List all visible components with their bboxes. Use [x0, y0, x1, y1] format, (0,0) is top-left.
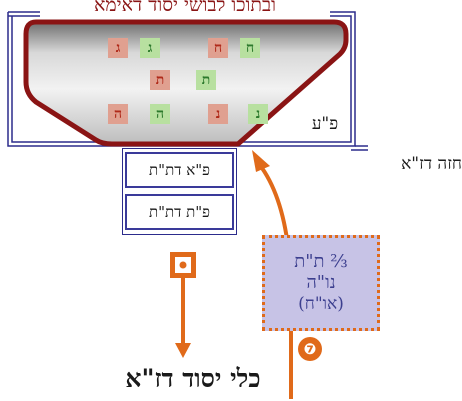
step-badge-text: ❼ — [303, 340, 317, 358]
ratio-box: ⅔ ת"ת נו"ה (או"ח) — [262, 235, 380, 331]
letter-cell: ת — [150, 70, 170, 90]
sub-box-upper: פ"א דת"ת — [125, 152, 234, 188]
letter-cell: נ — [208, 104, 228, 124]
sub-box-upper-text: פ"א דת"ת — [149, 160, 210, 179]
sub-box-lower-text: פ"ת דת"ת — [148, 202, 211, 221]
letter-cell: ג — [140, 38, 160, 58]
top-title: ובתוכו לבושי יסוד דאימא — [40, 0, 330, 16]
step-badge-icon: ❼ — [298, 337, 322, 361]
letter-cell: ג — [108, 38, 128, 58]
sub-box-frame — [122, 148, 237, 235]
letter-cell: ה — [150, 104, 170, 124]
bottom-label: כלי יסוד דז"א — [125, 364, 261, 393]
sub-box-lower: פ"ת דת"ת — [125, 194, 234, 230]
letter-cell: ח — [208, 38, 228, 58]
letter-cell: ה — [108, 104, 128, 124]
source-node — [170, 252, 196, 278]
letter-cell: ח — [240, 38, 260, 58]
letter-cell: נ — [248, 104, 268, 124]
right-label: חזה דז"א — [401, 154, 462, 174]
vessel-shape — [23, 19, 349, 147]
ratio-line-1: ⅔ ת"ת — [294, 251, 348, 272]
inner-label: פ"ע — [311, 114, 339, 134]
ratio-line-2: נו"ה — [306, 272, 336, 293]
ratio-line-3: (או"ח) — [298, 294, 344, 314]
letter-cell: ת — [196, 70, 216, 90]
outer-frame — [7, 11, 368, 151]
